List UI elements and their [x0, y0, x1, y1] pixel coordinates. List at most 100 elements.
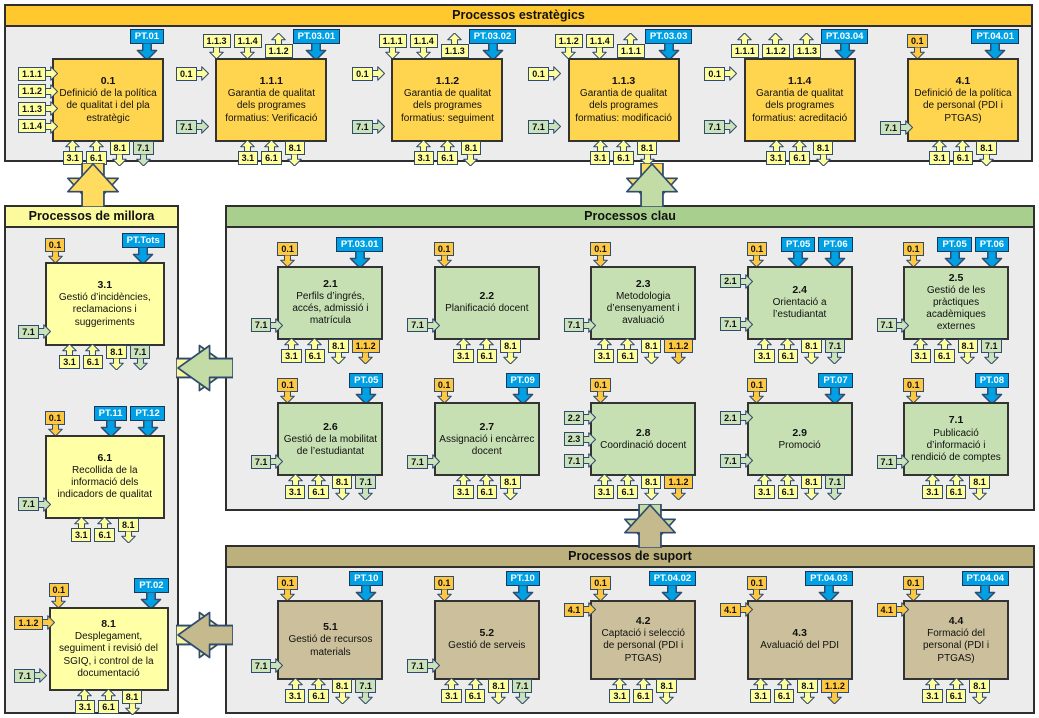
tag-in-3.1: 3.1: [70, 516, 92, 542]
process-box-id: 7.1: [948, 414, 964, 427]
process-box-title: Garantia de qualitat dels programes form…: [575, 88, 672, 124]
tag-label: 3.1: [62, 151, 84, 165]
pt-tag-label: PT.03.02: [468, 29, 517, 44]
tag-out-7.1: 7.1: [129, 345, 151, 370]
tag-in-1.1.3: 1.1.3: [202, 34, 231, 59]
tag-label: 3.1: [609, 689, 630, 703]
top-pt-tags: PT.Tots: [121, 233, 165, 264]
tag-in-1.1.4: 1.1.4: [18, 119, 59, 134]
tag-label: 0.1: [433, 576, 455, 590]
tag-in-0.1: 0.1: [590, 576, 611, 601]
arrow-down-icon: [659, 692, 674, 704]
arrow-right-icon: [195, 66, 209, 81]
tag-label: 0.1: [590, 241, 611, 256]
process-box-title: Planificació docent: [445, 303, 529, 315]
tag-in-6.1: 6.1: [308, 678, 329, 703]
tag-out-8.1: 8.1: [500, 475, 521, 501]
arrow-down-icon: [643, 488, 659, 501]
arrow-down-icon: [436, 254, 452, 267]
tag-in-1.1.2: 1.1.2: [554, 34, 583, 59]
tag-out-7.1: 7.1: [981, 338, 1002, 364]
tag-label: 0.1: [433, 378, 455, 393]
tag-in-0.1: 0.1: [746, 241, 768, 267]
tag-label: 4.1: [720, 602, 741, 617]
tag-label: 7.1: [352, 119, 373, 134]
process-box-id: 6.1: [97, 451, 113, 464]
tag-label: 3.1: [74, 700, 96, 714]
tag-label: 3.1: [593, 348, 615, 363]
process-box-id: 2.2: [479, 290, 495, 302]
tag-label: 1.1.2: [264, 44, 293, 58]
arrow-down-icon: [334, 692, 350, 704]
tag-in-6.1: 6.1: [934, 337, 955, 363]
tag-in-0.1: 0.1: [433, 576, 455, 601]
arrow-down-icon: [358, 351, 373, 364]
tag-in-7.1: 7.1: [14, 668, 54, 683]
arrow-right-icon: [426, 454, 440, 470]
arrow-down-icon: [109, 358, 124, 370]
tag-out-8.1: 8.1: [640, 338, 662, 364]
arrow-down-icon: [287, 154, 303, 166]
top-tags-2.3: 0.1: [590, 236, 696, 267]
arrow-down-icon: [671, 488, 686, 501]
tag-label: 1.1.2: [664, 338, 693, 353]
tag-out-8.1: 8.1: [976, 141, 997, 166]
tag-label: 1.1.3: [792, 44, 821, 58]
tag-label: 3.1: [922, 689, 943, 703]
tag-label: 1.1.3: [440, 44, 469, 58]
tag-label: 1.1.4: [233, 34, 262, 48]
tag-label: 8.1: [801, 338, 822, 353]
arrow-down-icon: [463, 154, 479, 166]
tag-in-3.1: 3.1: [593, 337, 615, 363]
tag-label: 0.1: [903, 241, 924, 256]
tag-in-7.1: 7.1: [407, 658, 440, 673]
pt-tag-PT.05: PT.05: [781, 236, 816, 268]
tag-label: 1.1.2: [761, 44, 790, 58]
left-tags-2.5: 7.1: [876, 266, 910, 340]
tag-out-8.1: 8.1: [812, 141, 834, 166]
tag-in-7.1: 7.1: [250, 454, 284, 470]
pt-tag-PT.09: PT.09: [505, 373, 540, 405]
arrow-down-icon: [416, 47, 431, 59]
tag-in-3.1: 3.1: [922, 678, 943, 703]
tag-label: 8.1: [640, 475, 662, 490]
process-box-title: Garantia de qualitat dels programes form…: [752, 88, 848, 124]
arrow-right-icon: [45, 101, 59, 117]
tag-label: 1.1.3: [202, 34, 231, 48]
tag-label: 3.1: [754, 485, 775, 500]
pt-arrow-down-icon: [482, 43, 503, 60]
pt-tag-PT.04.04: PT.04.04: [961, 571, 1010, 602]
arrow-right-icon: [723, 119, 737, 134]
tag-label: 0.1: [704, 66, 725, 81]
tag-label: 3.1: [70, 527, 92, 542]
tag-in-7.1: 7.1: [352, 119, 385, 134]
tag-in-0.1: 0.1: [433, 378, 455, 404]
tag-out-7.1: 7.1: [355, 475, 376, 501]
process-box-id: 5.2: [479, 627, 495, 640]
arrow-down-icon: [358, 692, 373, 704]
tag-out-8.1: 8.1: [500, 338, 521, 364]
tag-label: 7.1: [176, 119, 197, 134]
arrow-right-icon: [371, 119, 385, 134]
tag-in-7.1: 7.1: [704, 119, 737, 134]
pt-tag-PT.03.01: PT.03.01: [292, 29, 341, 60]
tag-out-1.1.2: 1.1.2: [264, 33, 293, 58]
tag-label: 3.1: [922, 485, 943, 500]
tag-in-6.1: 6.1: [304, 337, 326, 363]
arrow-right-icon: [37, 324, 51, 339]
